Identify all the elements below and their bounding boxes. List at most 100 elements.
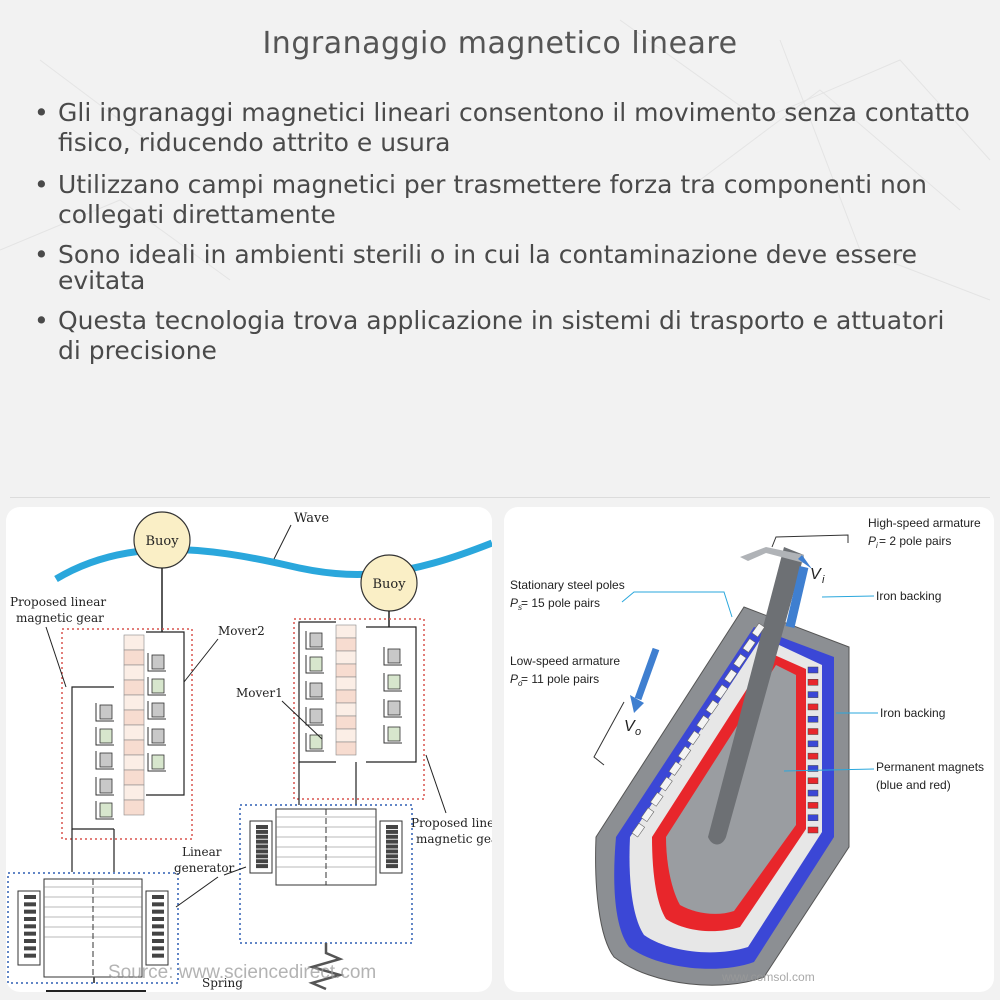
buoy-1-label: Buoy — [145, 534, 179, 549]
bullet-dot: • — [34, 240, 49, 269]
steel-pole-tick — [659, 776, 673, 792]
gear-2-label-line1: Proposed linear — [411, 816, 492, 830]
magnet-holder — [147, 727, 166, 746]
generator-coil — [386, 844, 398, 849]
generator-coil — [152, 917, 164, 921]
generator-coil-frame — [17, 890, 41, 966]
generator-coil — [152, 939, 164, 943]
tubular-gear-diagram: V i V o High-speed armature P i = 2 pole… — [510, 516, 984, 986]
bullet-text: Sono ideali in ambienti sterili o in cui… — [58, 240, 917, 295]
stator-cell — [335, 702, 357, 717]
generator-coil — [386, 825, 398, 829]
magnet-holder — [383, 647, 402, 666]
generator-coil — [152, 902, 164, 907]
generator-coil — [256, 849, 268, 854]
magnet-block — [387, 700, 401, 716]
magnet-holder — [305, 655, 324, 674]
generator-coil — [386, 839, 398, 844]
stator-cell — [335, 715, 357, 730]
generator-1 — [17, 878, 169, 978]
wave-line — [54, 539, 492, 583]
magnet-block — [387, 674, 401, 690]
vi-arrow — [785, 565, 809, 629]
bullet-item: •Gli ingranaggi magnetici lineari consen… — [34, 98, 974, 158]
magnet-tick — [807, 826, 819, 834]
linear-generator-label-line2: generator — [174, 861, 235, 875]
generator-coil — [24, 895, 36, 899]
steel-pole-tick — [696, 715, 710, 730]
pole-ticks — [631, 622, 819, 838]
mover1-label: Mover1 — [236, 686, 283, 700]
wave-energy-diagram: Wave Buoy Buoy Proposed linear magnetic … — [7, 511, 492, 992]
steel-pole-tick — [751, 622, 766, 638]
generator-coil — [152, 909, 164, 914]
stator-cell — [123, 799, 145, 816]
magnet-holder — [305, 631, 324, 650]
generator-coil — [24, 946, 36, 951]
generator-coil — [386, 829, 398, 834]
steel-pole-tick — [640, 807, 655, 823]
magnet-holder — [147, 701, 166, 720]
stator-cell — [335, 728, 357, 743]
generator-coil — [152, 895, 164, 899]
bullet-dot: • — [34, 98, 49, 127]
generator-coil-frame — [145, 890, 169, 966]
gear-1-outline — [61, 628, 193, 840]
permanent-magnets-label: Permanent magnets — [876, 760, 984, 774]
wave-energy-diagram-panel: Wave Buoy Buoy Proposed linear magnetic … — [6, 507, 492, 992]
magnet-tick — [807, 814, 819, 821]
generator-coil — [256, 859, 268, 864]
magnet-block — [151, 728, 165, 744]
high-speed-label: High-speed armature — [868, 516, 981, 530]
background-texture — [0, 19, 991, 301]
magnet-holder — [95, 801, 114, 820]
tubular-gear-diagram-panel: V i V o High-speed armature P i = 2 pole… — [504, 507, 994, 992]
generator-coil — [24, 909, 36, 914]
generator-coil — [256, 844, 268, 849]
magnet-tick — [807, 691, 819, 698]
stator-cell — [335, 624, 357, 639]
gear-2-magnets — [305, 631, 402, 752]
magnet-block — [309, 656, 323, 672]
magnet-holder — [305, 681, 324, 700]
generator-coil — [24, 953, 36, 958]
magnet-holder — [95, 777, 114, 796]
magnet-tick — [807, 728, 819, 735]
magnet-block — [151, 702, 165, 718]
magnet-block — [151, 754, 165, 770]
magnet-block — [99, 778, 113, 794]
steel-pole-tick — [631, 822, 646, 838]
magnet-block — [99, 704, 113, 720]
generator-coil — [256, 864, 268, 869]
stator-cell — [123, 739, 145, 756]
magnet-tick — [807, 765, 819, 772]
magnet-block — [309, 708, 323, 724]
stator-cell — [335, 676, 357, 691]
permanent-magnets-label-2: (blue and red) — [876, 778, 951, 792]
high-speed-armature-top — [740, 547, 804, 563]
generator-coil — [24, 924, 36, 929]
stationary-val: = 15 pole pairs — [521, 596, 600, 610]
mover2-label: Mover2 — [218, 624, 265, 638]
generator-coil — [152, 931, 164, 936]
gear-1-magnets — [95, 653, 166, 820]
gear-2-stator — [335, 624, 357, 756]
bullet-text: Utilizzano campi magnetici per trasmette… — [58, 170, 928, 229]
linear-generator-label-line1: Linear — [182, 845, 222, 859]
magnet-holder — [305, 733, 324, 752]
vi-label: V — [810, 566, 822, 583]
stator-cell — [123, 679, 145, 696]
steel-pole-tick — [705, 699, 719, 715]
magnet-holder — [305, 707, 324, 726]
steel-pole-tick — [742, 638, 756, 653]
gear-2-label-line2: magnetic gear — [416, 832, 492, 846]
generator-coil — [24, 917, 36, 921]
bullet-item: • Sono ideali in ambienti sterili o in cu… — [34, 242, 974, 294]
stator-cell — [335, 663, 357, 678]
stator-cell — [123, 649, 145, 666]
stator-cell — [123, 724, 145, 741]
generator-coil-frame — [249, 820, 273, 874]
gear-1-label-line1: Proposed linear — [10, 595, 106, 609]
source-watermark-right: www.comsol.com — [722, 970, 815, 984]
stator-cell — [335, 637, 357, 652]
